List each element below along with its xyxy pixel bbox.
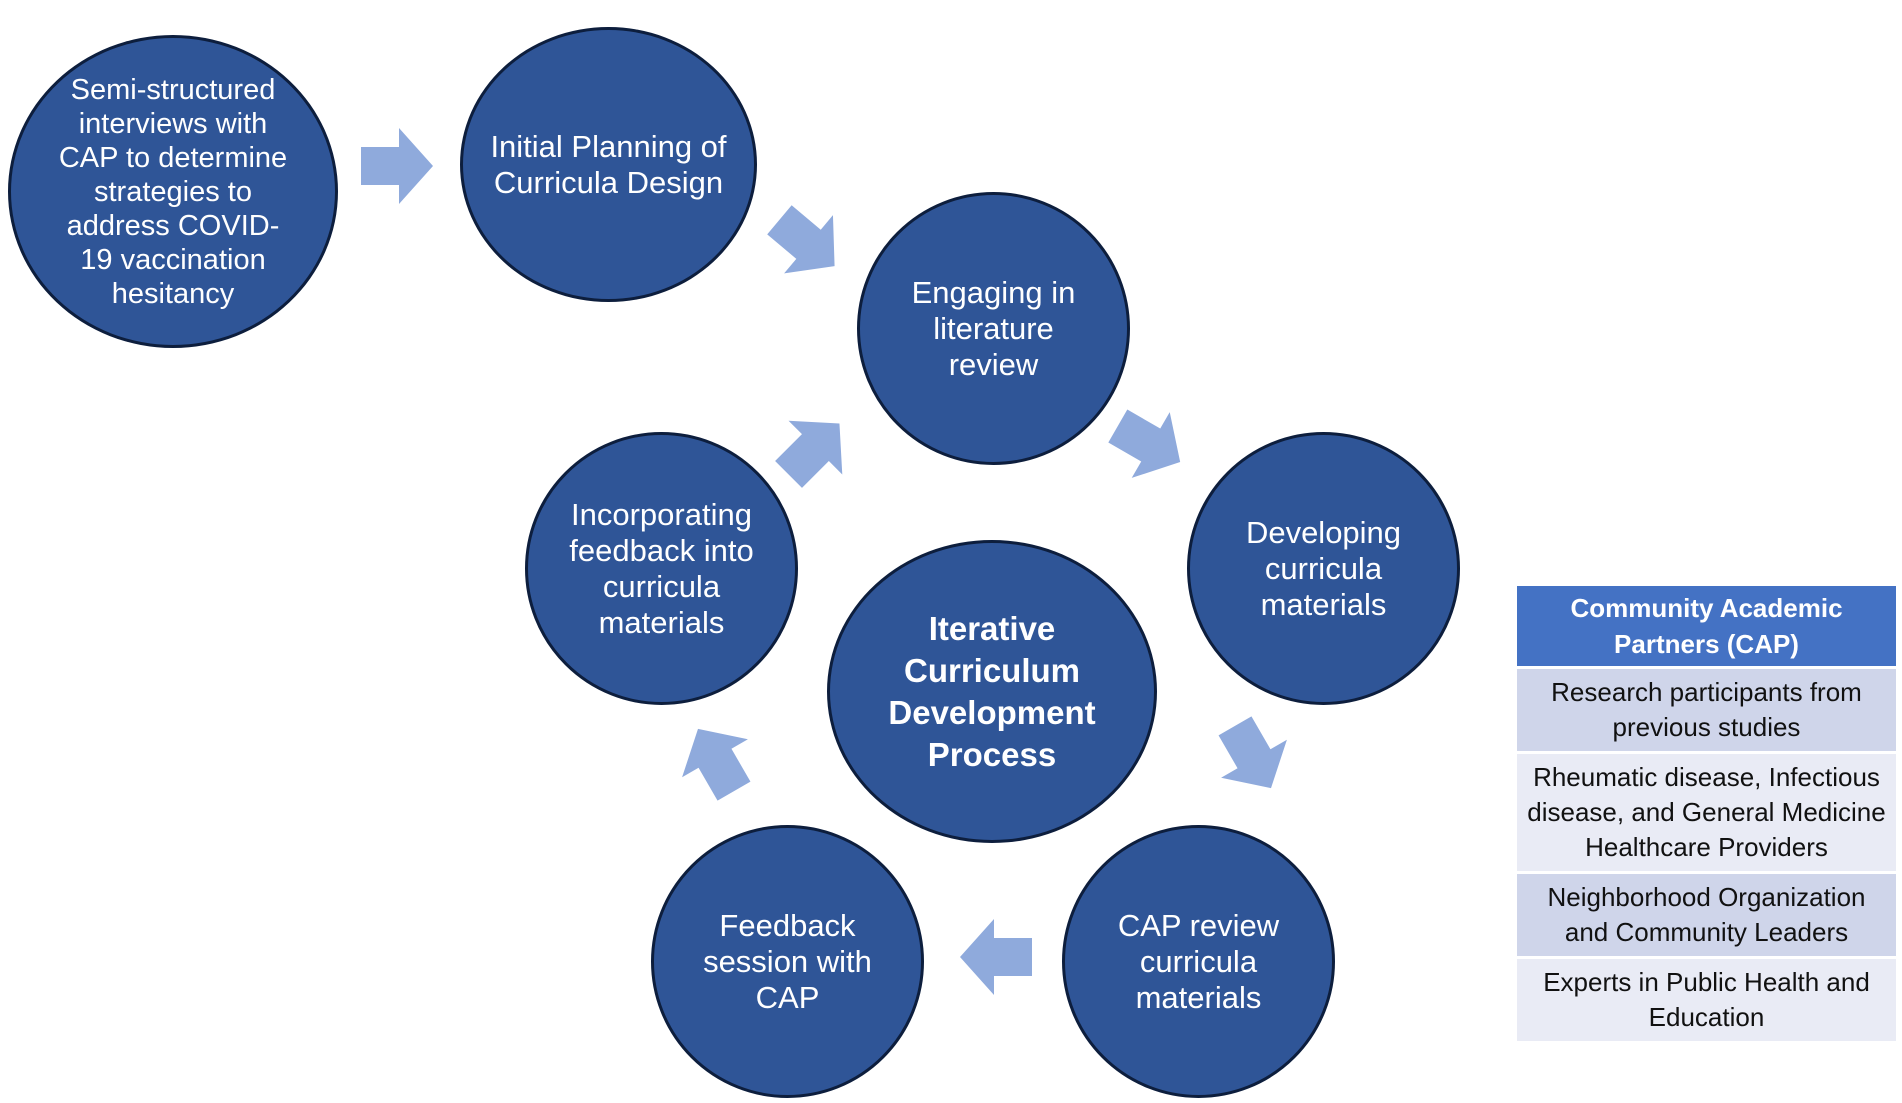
node-developing: Developing curricula materials <box>1187 432 1460 705</box>
node-literature: Engaging in literature review <box>857 192 1130 465</box>
node-incorporating: Incorporating feedback into curricula ma… <box>525 432 798 705</box>
node-literature-label: Engaging in literature review <box>911 274 1076 382</box>
arrow-feedback-session-to-incorporating <box>665 709 767 811</box>
node-center-label: Iterative Curriculum Development Process <box>888 609 1096 773</box>
node-interviews-label: Semi-structured interviews with CAP to d… <box>58 73 288 310</box>
arrow-planning-to-literature <box>754 190 860 296</box>
cap-table-header: Community Academic Partners (CAP) <box>1517 586 1896 669</box>
cap-table-row: Experts in Public Health and Education <box>1517 959 1896 1044</box>
node-feedback-session-label: Feedback session with CAP <box>703 907 872 1015</box>
arrow-cap-review-to-feedback-session <box>960 919 1032 995</box>
node-incorporating-label: Incorporating feedback into curricula ma… <box>569 496 754 640</box>
cap-table-row: Rheumatic disease, Infectious disease, a… <box>1517 754 1896 874</box>
arrow-interviews-to-planning <box>361 128 433 204</box>
node-developing-label: Developing curricula materials <box>1245 514 1402 622</box>
node-feedback-session: Feedback session with CAP <box>651 825 924 1098</box>
node-planning: Initial Planning of Curricula Design <box>460 27 757 302</box>
node-cap-review: CAP review curricula materials <box>1062 825 1335 1098</box>
cap-table: Community Academic Partners (CAP) Resear… <box>1517 586 1896 1044</box>
cap-table-row: Neighborhood Organization and Community … <box>1517 874 1896 959</box>
arrow-literature-to-developing <box>1098 393 1200 495</box>
arrow-developing-to-cap-review <box>1202 706 1304 808</box>
node-cap-review-label: CAP review curricula materials <box>1117 907 1280 1015</box>
node-planning-label: Initial Planning of Curricula Design <box>490 128 727 200</box>
node-center: Iterative Curriculum Development Process <box>827 540 1157 843</box>
node-interviews: Semi-structured interviews with CAP to d… <box>8 35 338 348</box>
cap-table-row: Research participants from previous stud… <box>1517 669 1896 754</box>
arrow-incorporating-to-literature <box>761 396 867 502</box>
